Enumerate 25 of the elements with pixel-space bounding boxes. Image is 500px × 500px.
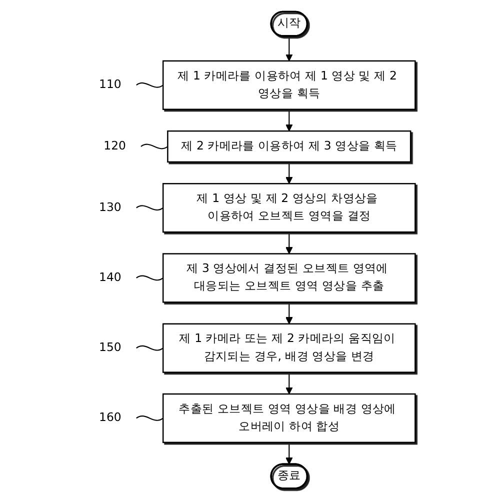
arrow bbox=[285, 302, 292, 324]
node-box: 제 1 카메라를 이용하여 제 1 영상 및 제 2 영상을 획득 bbox=[162, 60, 416, 110]
connector bbox=[136, 345, 163, 351]
connector bbox=[136, 82, 163, 88]
node-text: 110 bbox=[98, 78, 121, 92]
node-box: 추출된 오브젝트 영역 영상을 배경 영상에 오버레이 하여 합성 bbox=[162, 393, 416, 444]
node-box: 제 2 카메라를 이용하여 제 3 영상을 획득 bbox=[166, 130, 411, 163]
arrow bbox=[285, 109, 292, 132]
connector bbox=[136, 416, 163, 421]
node-box: 제 3 영상에서 결정된 오브젝트 영역에 대응되는 오브젝트 영역 영상을 추출 bbox=[162, 253, 416, 303]
connector bbox=[136, 275, 163, 281]
node-text: 120 bbox=[103, 139, 126, 153]
arrow bbox=[285, 232, 292, 254]
arrow bbox=[285, 442, 292, 464]
node-text: 130 bbox=[98, 200, 121, 214]
node-box: 제 1 카메라 또는 제 2 카메라의 움직임이 감지되는 경우, 배경 영상을 변경 bbox=[162, 323, 416, 373]
node-text: 160 bbox=[98, 411, 121, 424]
connector bbox=[140, 144, 168, 150]
arrow bbox=[285, 162, 292, 184]
connector bbox=[136, 205, 163, 210]
arrow bbox=[285, 36, 292, 62]
node-text: 140 bbox=[98, 270, 121, 284]
arrow bbox=[285, 372, 292, 394]
node-box: 제 1 영상 및 제 2 영상의 차영상을 이용하여 오브젝트 영역을 결정 bbox=[162, 183, 416, 233]
node-text: 150 bbox=[98, 340, 121, 354]
